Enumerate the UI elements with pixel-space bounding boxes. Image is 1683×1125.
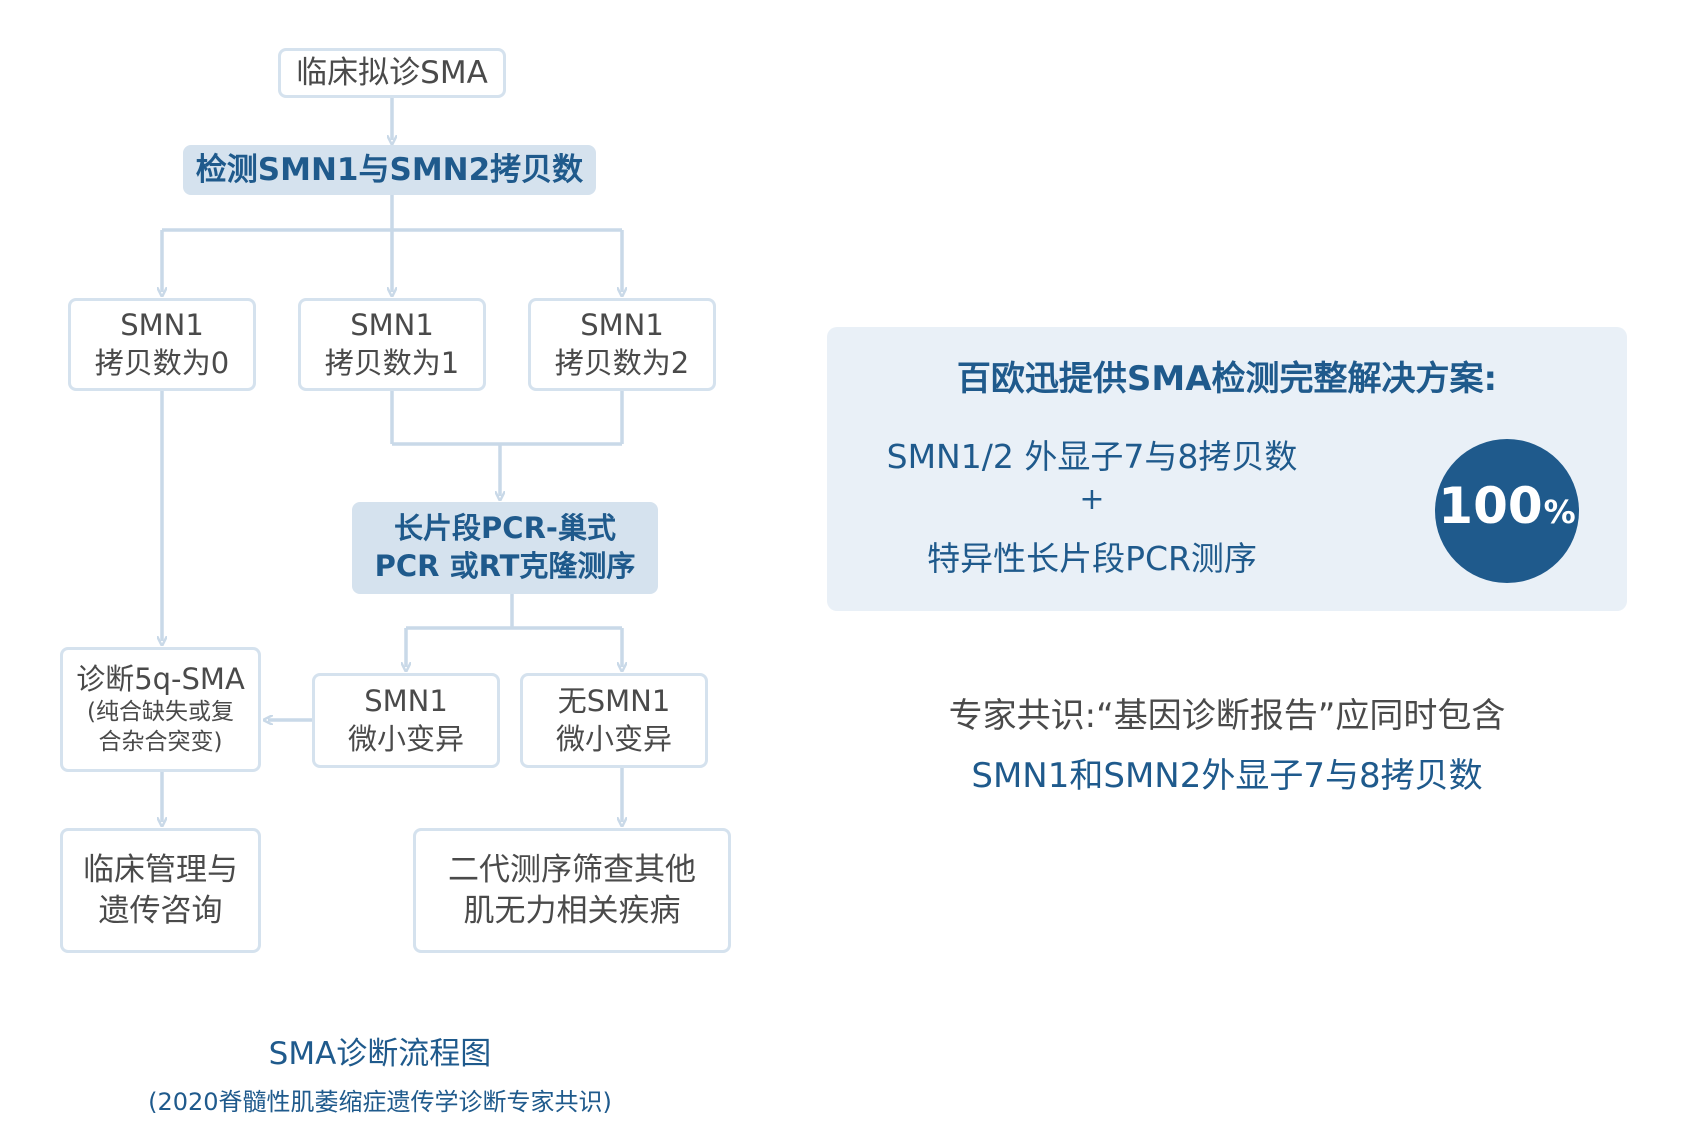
- node-clinical-management: 临床管理与 遗传咨询: [60, 828, 261, 953]
- solution-item-copy-number: SMN1/2 外显子7与8拷贝数: [886, 437, 1298, 476]
- node-smn1-copy-2: SMN1 拷贝数为2: [528, 298, 716, 391]
- node-micro-line2: 微小变异: [347, 721, 464, 756]
- expert-consensus-line1: 专家共识:“基因诊断报告”应同时包含: [948, 696, 1506, 736]
- expert-consensus-line2: SMN1和SMN2外显子7与8拷贝数: [971, 756, 1483, 796]
- node-smn1-copy-0-line2: 拷贝数为0: [94, 345, 230, 380]
- node-ngs-line2: 肌无力相关疾病: [463, 892, 681, 929]
- node-smn1-micro-variant: SMN1 微小变异: [312, 673, 500, 768]
- node-smn1-copy-1: SMN1 拷贝数为1: [298, 298, 486, 391]
- node-copy-number-test: 检测SMN1与SMN2拷贝数: [183, 145, 596, 195]
- node-long-pcr-sequencing: 长片段PCR-巢式 PCR 或RT克隆测序: [352, 502, 658, 594]
- solution-plus-sign: +: [1079, 482, 1105, 517]
- node-ngs-line1: 二代测序筛查其他: [448, 852, 696, 889]
- node-long-pcr-line2: PCR 或RT克隆测序: [374, 549, 636, 583]
- node-no-smn1-micro-variant: 无SMN1 微小变异: [520, 673, 708, 768]
- solution-panel-title: 百欧迅提供SMA检测完整解决方案:: [956, 359, 1498, 399]
- node-smn1-copy-1-line2: 拷贝数为1: [324, 345, 460, 380]
- node-smn1-copy-2-line1: SMN1: [580, 307, 664, 342]
- figure-caption-title: SMA诊断流程图: [268, 1036, 492, 1072]
- node-diagnose-line2: (纯合缺失或复: [87, 699, 234, 726]
- node-micro-line1: SMN1: [364, 683, 448, 718]
- node-clinical-suspicion-label: 临床拟诊SMA: [296, 54, 488, 91]
- node-diagnose-line1: 诊断5q-SMA: [76, 661, 245, 696]
- node-diagnose-line3: 合杂合突变): [98, 729, 223, 756]
- node-smn1-copy-0: SMN1 拷贝数为0: [68, 298, 256, 391]
- coverage-badge: 100 %: [1435, 439, 1579, 583]
- node-smn1-copy-2-line2: 拷贝数为2: [554, 345, 690, 380]
- node-smn1-copy-1-line1: SMN1: [350, 307, 434, 342]
- node-no-micro-line2: 微小变异: [555, 721, 672, 756]
- solution-panel: 百欧迅提供SMA检测完整解决方案: SMN1/2 外显子7与8拷贝数 + 特异性…: [827, 327, 1627, 611]
- node-copy-number-test-label: 检测SMN1与SMN2拷贝数: [195, 151, 584, 188]
- node-smn1-copy-0-line1: SMN1: [120, 307, 204, 342]
- figure-caption-source: (2020脊髓性肌萎缩症遗传学诊断专家共识): [148, 1088, 612, 1116]
- coverage-badge-unit: %: [1543, 493, 1576, 531]
- node-clinical-suspicion: 临床拟诊SMA: [278, 48, 506, 98]
- node-management-line2: 遗传咨询: [98, 892, 223, 929]
- node-no-micro-line1: 无SMN1: [557, 683, 671, 718]
- node-diagnose-5q-sma: 诊断5q-SMA (纯合缺失或复 合杂合突变): [60, 647, 261, 772]
- node-long-pcr-line1: 长片段PCR-巢式: [394, 511, 616, 546]
- coverage-badge-value: 100: [1438, 477, 1543, 535]
- node-management-line1: 临床管理与: [83, 852, 238, 889]
- node-ngs-screening: 二代测序筛查其他 肌无力相关疾病: [413, 828, 731, 953]
- solution-item-long-pcr: 特异性长片段PCR测序: [927, 539, 1257, 578]
